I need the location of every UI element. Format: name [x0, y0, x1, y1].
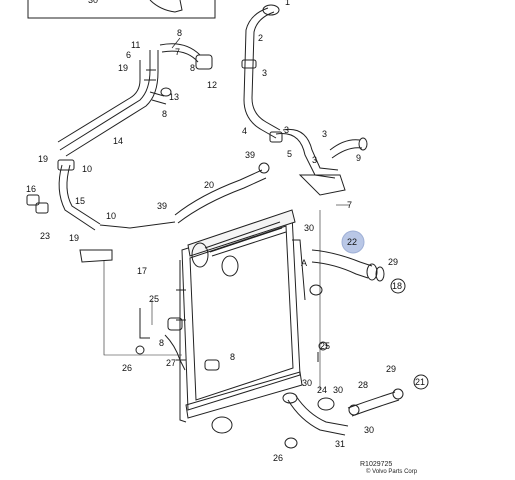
callout-31: 31 [335, 439, 345, 449]
callout-22-circle [341, 230, 365, 254]
left-hose [26, 159, 176, 263]
callout-24: 24 [317, 385, 327, 395]
callout-6: 6 [126, 50, 131, 60]
callout-3-a: 3 [262, 68, 267, 78]
callout-26-b: 26 [273, 453, 283, 463]
callout-25-b: 25 [320, 341, 330, 351]
callout-27: 27 [166, 358, 176, 368]
callout-3-d: 3 [312, 155, 317, 165]
callout-11: 11 [131, 40, 140, 50]
callout-8-d: 8 [159, 338, 164, 348]
callout-28: 28 [358, 380, 368, 390]
callout-30-d: 30 [364, 425, 374, 435]
radiator [167, 209, 323, 434]
lower-left-bracket [135, 308, 186, 371]
callout-29-b: 29 [386, 364, 396, 374]
callout-30-c: 30 [333, 385, 343, 395]
callout-7-a: 7 [175, 47, 180, 57]
callout-18-circle [390, 278, 406, 294]
callout-20: 20 [204, 180, 214, 190]
callout-19-a: 19 [118, 63, 128, 73]
callout-5: 5 [287, 149, 292, 159]
callout-3-b: 3 [284, 125, 289, 135]
callout-4: 4 [242, 126, 247, 136]
callout-A: A [301, 258, 307, 268]
upper-left-hoses [57, 43, 213, 157]
callout-8-a: 8 [177, 28, 182, 38]
callout-12: 12 [207, 80, 217, 90]
callout-25-a: 25 [149, 294, 159, 304]
hose-20 [174, 162, 270, 224]
callout-39-a: 39 [245, 150, 255, 160]
callout-29-a: 29 [388, 257, 398, 267]
callout-16: 16 [26, 184, 36, 194]
callout-8-b: 8 [190, 63, 195, 73]
callout-3-c: 3 [322, 129, 327, 139]
hose-22 [311, 249, 385, 282]
callout-9: 9 [356, 153, 361, 163]
callout-22: 22 [347, 237, 357, 247]
callout-23: 23 [40, 231, 50, 241]
reference-number: R1029725 [360, 461, 392, 468]
callout-8-e: 8 [230, 352, 235, 362]
callout-21: 21 [415, 377, 425, 387]
callout-8-c: 8 [162, 109, 167, 119]
callout-30-top: 30 [88, 0, 98, 5]
top-right-pipe [241, 4, 368, 196]
leader-lines [103, 204, 350, 390]
copyright: © Volvo Parts Corp [366, 468, 418, 475]
callout-10-b: 10 [106, 211, 116, 221]
callout-18: 18 [392, 281, 402, 291]
callout-17: 17 [137, 266, 147, 276]
callout-19-c: 19 [69, 233, 79, 243]
callout-39-b: 39 [157, 201, 167, 211]
callout-19-b: 19 [38, 154, 48, 164]
callout-1: 1 [285, 0, 290, 7]
callout-26-a: 26 [122, 363, 132, 373]
bottom-outlet [282, 341, 404, 449]
callout-15: 15 [75, 196, 85, 206]
inset-box [27, 0, 216, 19]
callout-21-circle [413, 374, 429, 390]
callout-10-a: 10 [82, 164, 92, 174]
callout-30-a: 30 [304, 223, 314, 233]
callout-30-b: 30 [302, 378, 312, 388]
callout-14: 14 [113, 136, 123, 146]
callout-13: 13 [169, 92, 179, 102]
callout-2: 2 [258, 33, 263, 43]
